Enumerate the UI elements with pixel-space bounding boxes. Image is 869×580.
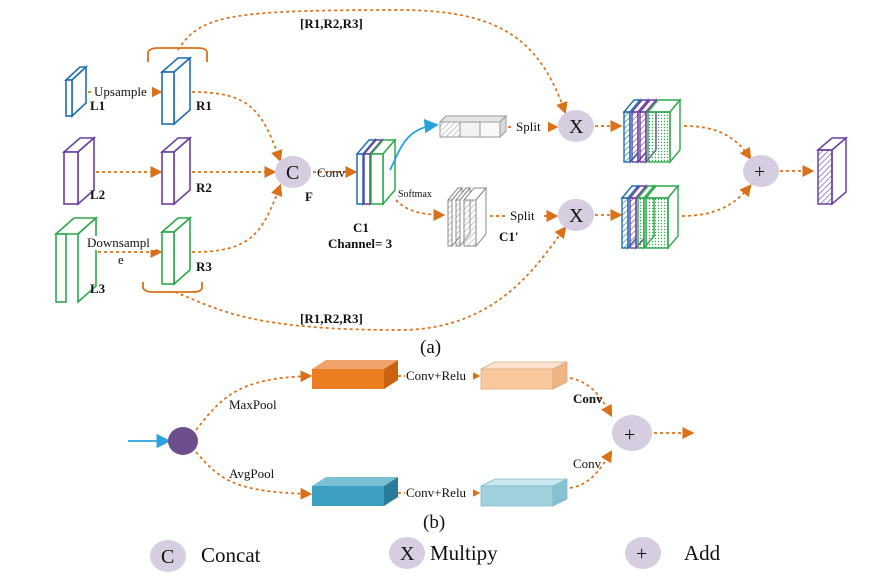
conv-top-label: Conv <box>573 391 603 406</box>
bottom-bracket <box>142 282 203 293</box>
legend: C Concat X Multipy + Add <box>150 537 721 572</box>
grey-blocks-top <box>438 114 508 139</box>
downsample-label-2: e <box>118 252 124 267</box>
softmax-label: Softmax <box>398 189 432 200</box>
grey-stack-bottom <box>446 186 488 248</box>
layer-r2 <box>159 136 193 206</box>
r3-concat-arrow <box>191 183 283 253</box>
label-r1: R1 <box>196 98 212 113</box>
bottom-stack-to-add-arrow <box>681 184 752 217</box>
bottom-skip-path <box>174 226 567 331</box>
add-symbol-a: + <box>754 161 765 183</box>
label-l3: L3 <box>90 281 106 296</box>
legend-add-symbol: + <box>636 543 647 565</box>
conv-bottom-label: Conv <box>573 456 602 471</box>
r1-concat-arrow <box>191 91 283 163</box>
maxpool-label: MaxPool <box>229 397 277 412</box>
legend-multiply-icon <box>389 537 425 569</box>
maxpool-path <box>195 370 313 431</box>
multiply-symbol-bottom: X <box>569 205 584 227</box>
conv-label: Conv <box>317 165 346 180</box>
split-bottom-label: Split <box>510 208 535 223</box>
top-bracket-label: [R1,R2,R3] <box>300 16 363 31</box>
label-l2: L2 <box>90 187 105 202</box>
legend-add-label: Add <box>684 541 721 565</box>
top-skip-path <box>177 9 568 115</box>
upsample-label: Upsample <box>94 84 147 99</box>
channel-label: Channel= 3 <box>328 236 393 251</box>
legend-concat-label: Concat <box>201 543 261 567</box>
avgpool-out-block <box>480 478 568 507</box>
caption-a: (a) <box>420 337 441 358</box>
top-stack-to-add-arrow <box>683 125 752 160</box>
c1-prime-label: C1' <box>499 229 519 244</box>
c1-label: C1 <box>353 220 369 235</box>
add-node-b <box>612 415 652 451</box>
maxpool-block <box>312 360 398 389</box>
c1-to-grey-arrow <box>389 118 439 171</box>
label-r2: R2 <box>196 180 212 195</box>
downsample-label-1: Downsampl <box>87 235 150 250</box>
legend-concat-symbol: C <box>161 546 174 568</box>
concat-node <box>275 156 311 188</box>
avgpool-path <box>195 451 313 500</box>
concat-symbol: C <box>286 162 299 184</box>
output-stack-top <box>622 98 682 164</box>
legend-multiply-label: Multipy <box>430 541 498 565</box>
multiply-node-bottom <box>558 199 594 231</box>
label-l1: L1 <box>90 98 105 113</box>
bottom-bracket-label: [R1,R2,R3] <box>300 311 363 326</box>
final-output-block <box>815 136 849 206</box>
c1-stack <box>355 137 397 207</box>
layer-r3 <box>159 216 193 286</box>
layer-r1 <box>159 56 193 126</box>
multiply-symbol-top: X <box>569 116 584 138</box>
add-symbol-b: + <box>624 424 635 446</box>
legend-concat-icon <box>150 540 186 572</box>
layer-l2 <box>61 136 97 206</box>
concat-output-label: F <box>305 189 313 204</box>
top-bracket <box>147 47 208 62</box>
add-node-a <box>743 155 779 187</box>
conv-relu-bottom-label: Conv+Relu <box>406 485 467 500</box>
layer-l1 <box>63 65 89 118</box>
avgpool-label: AvgPool <box>229 466 275 481</box>
conv-relu-top-label: Conv+Relu <box>406 368 467 383</box>
legend-add-icon <box>625 537 661 569</box>
output-stack-bottom <box>620 184 680 250</box>
input-node-b <box>168 427 198 455</box>
avgpool-block <box>312 477 398 506</box>
softmax-arrow <box>395 199 446 221</box>
label-r3: R3 <box>196 259 212 274</box>
caption-b: (b) <box>423 512 445 533</box>
split-top-label: Split <box>516 119 541 134</box>
maxpool-out-block <box>480 361 568 390</box>
multiply-node-top <box>558 110 594 142</box>
legend-multiply-symbol: X <box>400 543 415 565</box>
